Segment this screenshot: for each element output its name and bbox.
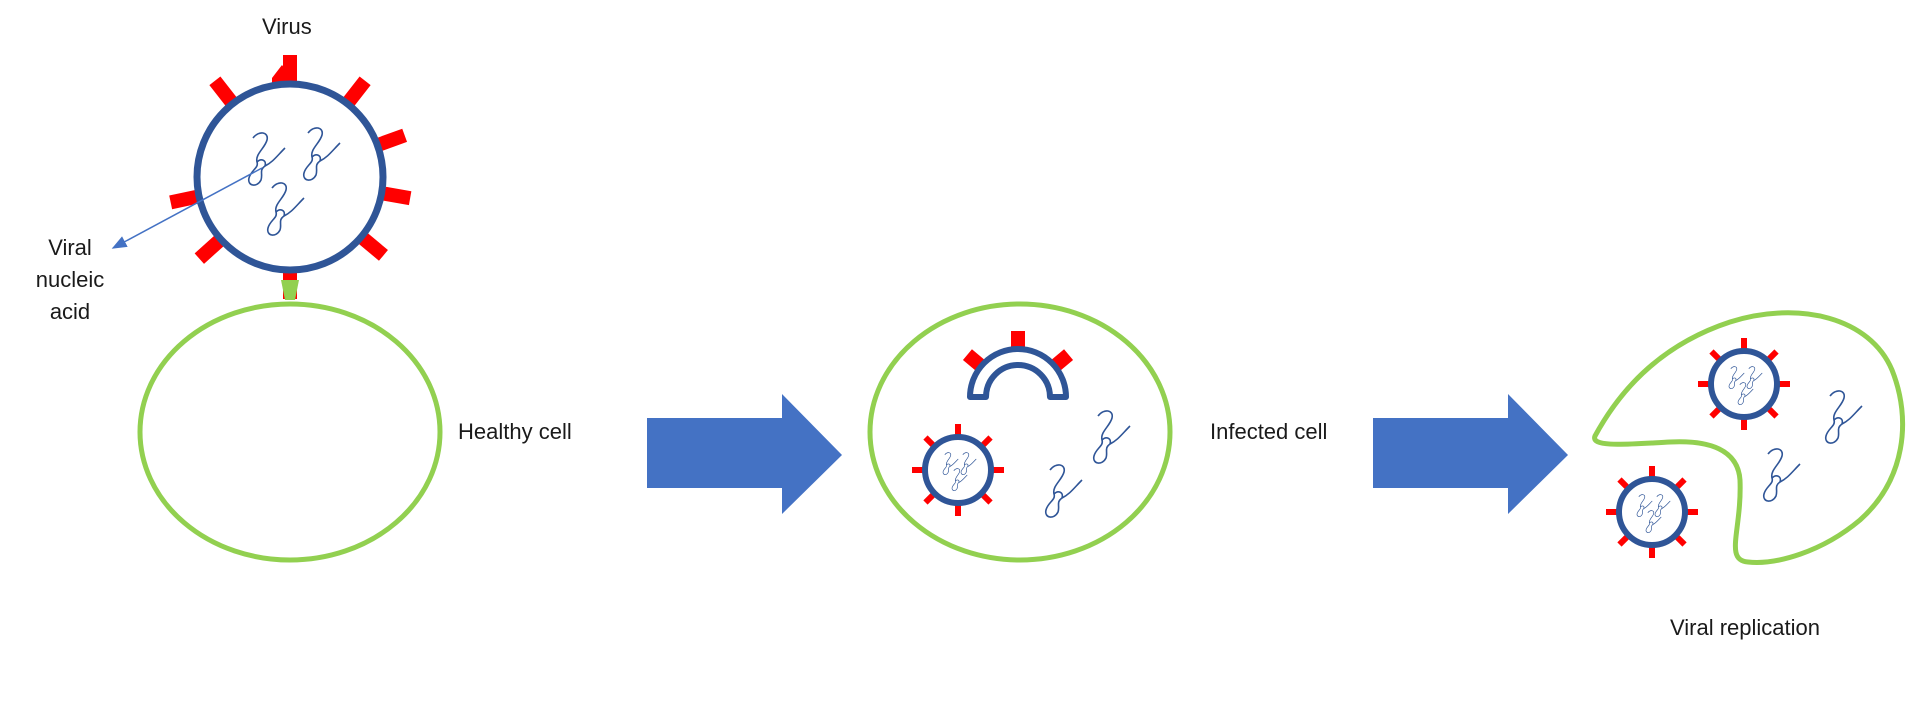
virus-particle — [169, 55, 411, 299]
replicated-nucleic-acid-1 — [1826, 391, 1862, 443]
replicated-nucleic-acid-2 — [1764, 449, 1800, 501]
viral-nucleic-acid-label-line-1: Viral — [10, 232, 130, 264]
viral-nucleic-acid-label: Viral nucleic acid — [10, 232, 130, 328]
virus-label: Virus — [262, 16, 312, 38]
process-arrow-2 — [1373, 394, 1568, 514]
infected-cell-label: Infected cell — [1210, 421, 1327, 443]
virus-capsid — [197, 84, 383, 270]
intracellular-virion — [912, 424, 1004, 516]
uncoated-capsid — [963, 331, 1073, 397]
released-virion — [1606, 466, 1698, 558]
process-arrow-1 — [647, 394, 842, 514]
viral-nucleic-acid-label-line-3: acid — [10, 296, 130, 328]
free-nucleic-acid-1 — [1094, 411, 1130, 463]
healthy-cell — [140, 304, 440, 560]
budding-virion-inside — [1698, 338, 1790, 430]
viral-replication-label: Viral replication — [1670, 617, 1820, 639]
viral-nucleic-acid-label-line-2: nucleic — [10, 264, 130, 296]
healthy-cell-label: Healthy cell — [458, 421, 572, 443]
free-nucleic-acid-2 — [1046, 465, 1082, 517]
